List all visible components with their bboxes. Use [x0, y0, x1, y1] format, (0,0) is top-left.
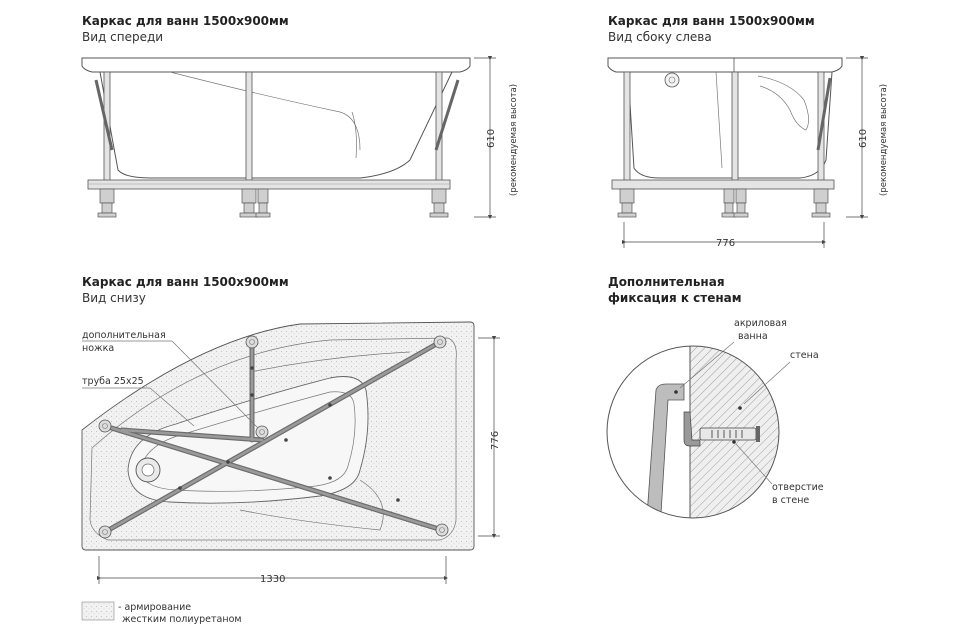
label-additional-leg-line2: ножка: [82, 343, 114, 354]
label-hole-line1: отверстие: [772, 482, 824, 493]
bottom-view: Каркас для ванн 1500х900мм Вид снизу: [81, 275, 501, 585]
wall-fixation-detail: Дополнительная фиксация к стенам акрилов…: [606, 275, 824, 519]
front-view-height-dim: 610: [486, 129, 497, 148]
legend-swatch: [81, 601, 115, 621]
side-view-width-dim: 776: [716, 238, 735, 249]
side-view-height-dim: 610: [858, 129, 869, 148]
bottom-view-title: Каркас для ванн 1500х900мм: [82, 275, 289, 289]
side-view-title: Каркас для ванн 1500х900мм: [608, 14, 815, 28]
label-acrylic-bath-line2: ванна: [738, 331, 768, 342]
label-wall: стена: [790, 350, 819, 361]
side-view-subtitle: Вид сбоку слева: [608, 30, 712, 44]
legend: - армирование жестким полиуретаном: [81, 601, 242, 625]
label-hole-line2: в стене: [772, 495, 809, 506]
wall-fix-title-line1: Дополнительная: [608, 275, 725, 289]
legend-line2: жестким полиуретаном: [122, 614, 242, 625]
side-view: Каркас для ванн 1500х900мм Вид сбоку сле…: [607, 14, 889, 249]
side-view-height-note: (рекомендуемая высота): [879, 84, 889, 196]
wall-fix-title-line2: фиксация к стенам: [608, 291, 742, 305]
label-acrylic-bath-line1: акриловая: [734, 318, 787, 329]
front-view: Каркас для ванн 1500х900мм Вид спереди 6…: [81, 14, 519, 220]
bottom-view-subtitle: Вид снизу: [82, 291, 146, 305]
front-view-title: Каркас для ванн 1500х900мм: [82, 14, 289, 28]
bottom-view-width-dim: 1330: [260, 574, 285, 585]
legend-line1: - армирование: [118, 602, 191, 613]
front-view-subtitle: Вид спереди: [82, 30, 163, 44]
label-pipe: труба 25х25: [82, 376, 144, 387]
label-additional-leg-line1: дополнительная: [82, 330, 166, 341]
bottom-view-height-dim: 776: [490, 431, 501, 450]
front-view-height-note: (рекомендуемая высота): [509, 84, 519, 196]
